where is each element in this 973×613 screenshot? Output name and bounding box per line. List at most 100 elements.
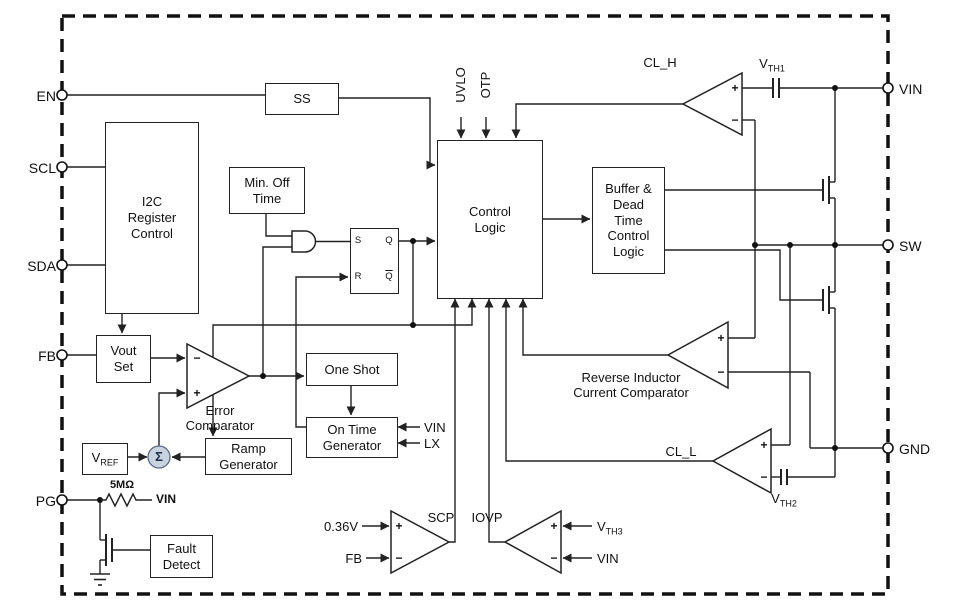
scp-plus-sign: + xyxy=(395,519,403,533)
iovp-label: IOVP xyxy=(471,510,503,525)
i2c-register-control-block: I2C Register Control xyxy=(105,122,199,314)
pin-scl xyxy=(56,161,68,173)
iovp-vin-label: VIN xyxy=(597,551,619,566)
vth2-sub: TH2 xyxy=(779,498,797,509)
on-time-generator-block: On Time Generator xyxy=(306,417,398,458)
pin-fb xyxy=(56,349,68,361)
pin-label-gnd: GND xyxy=(899,441,931,457)
one-shot-block: One Shot xyxy=(306,353,398,386)
on-time-vin-label: VIN xyxy=(424,420,446,435)
ss-label: SS xyxy=(293,91,311,107)
error-minus-sign: − xyxy=(193,351,201,365)
cl-h-label: CL_H xyxy=(643,55,677,70)
scp-label: SCP xyxy=(427,510,455,525)
vth1-label: VTH1 xyxy=(750,56,794,74)
uvlo-label: UVLO xyxy=(453,67,468,103)
ic-boundary xyxy=(60,14,890,596)
pin-label-scl: SCL xyxy=(28,160,56,176)
cl-l-comparator xyxy=(711,427,772,495)
pin-pg xyxy=(56,494,68,506)
pin-sw xyxy=(882,239,894,251)
one-shot-label: One Shot xyxy=(324,361,380,377)
vth2-base: V xyxy=(771,491,780,506)
scp-ref-label: 0.36V xyxy=(324,519,358,534)
pin-label-fb: FB xyxy=(38,348,56,364)
latch-r-label: R xyxy=(354,271,362,282)
reverse-inductor-current-comparator xyxy=(666,320,729,390)
on-time-lx-label: LX xyxy=(424,436,440,451)
error-comparator xyxy=(186,342,251,410)
resistor-icon xyxy=(100,492,152,508)
cl-h-minus-sign: − xyxy=(731,113,739,127)
high-side-mosfet-icon xyxy=(822,176,835,204)
vref-base: V xyxy=(91,449,101,465)
vth3-sub: TH3 xyxy=(605,526,623,537)
latch-q-label: Q xyxy=(385,235,393,246)
vout-set-label: Vout Set xyxy=(110,343,137,374)
vth1-capacitor-icon xyxy=(772,78,780,98)
pg-resistor-label: 5MΩ xyxy=(109,479,135,491)
on-time-generator-label: On Time Generator xyxy=(322,421,382,453)
latch-s-label: S xyxy=(354,235,362,246)
pin-label-en: EN xyxy=(36,88,56,104)
vref-block: VREF xyxy=(82,443,128,475)
pin-gnd xyxy=(882,442,894,454)
pins xyxy=(56,82,894,506)
iovp-comparator xyxy=(503,509,562,575)
sr-latch-block xyxy=(350,228,399,294)
control-logic-block: Control Logic xyxy=(437,140,543,299)
vref-label: VREF xyxy=(92,450,119,469)
fault-detect-block: Fault Detect xyxy=(150,535,213,578)
vth1-sub: TH1 xyxy=(767,63,785,74)
scp-minus-sign: − xyxy=(395,551,403,565)
reverse-inductor-comparator-label: Reverse Inductor Current Comparator xyxy=(573,370,689,401)
vth1-base: V xyxy=(759,56,768,71)
min-off-time-block: Min. Off Time xyxy=(229,167,305,214)
pin-label-sda: SDA xyxy=(27,258,56,274)
cl-l-minus-sign: − xyxy=(760,470,768,484)
and-gate xyxy=(291,230,317,253)
ground-icon xyxy=(90,573,110,586)
cl-l-label: CL_L xyxy=(665,444,697,459)
scp-fb-label: FB xyxy=(345,551,362,566)
latch-qbar-label: Q xyxy=(385,271,393,282)
iovp-plus-sign: + xyxy=(550,519,558,533)
vth3-base: V xyxy=(597,519,606,534)
ric-minus-sign: − xyxy=(717,365,725,379)
ramp-generator-label: Ramp Generator xyxy=(219,440,278,472)
sigma-label: Σ xyxy=(155,449,163,464)
pin-label-sw: SW xyxy=(899,238,922,254)
vref-sub: REF xyxy=(100,457,119,468)
junction-dots xyxy=(97,85,838,503)
iovp-minus-sign: − xyxy=(550,551,558,565)
min-off-time-label: Min. Off Time xyxy=(244,174,290,206)
pin-en xyxy=(56,89,68,101)
error-plus-sign: + xyxy=(193,386,201,400)
pin-label-vin: VIN xyxy=(899,81,923,97)
fault-detect-label: Fault Detect xyxy=(162,540,201,572)
summing-junction xyxy=(147,445,171,469)
low-side-mosfet-icon xyxy=(822,286,835,314)
vth3-label: VTH3 xyxy=(597,519,647,537)
wires xyxy=(67,87,883,540)
otp-label: OTP xyxy=(478,71,493,99)
vth2-capacitor-icon xyxy=(780,469,788,485)
vout-set-block: Vout Set xyxy=(96,335,151,383)
pin-label-pg: PG xyxy=(35,493,56,509)
pin-sda xyxy=(56,259,68,271)
pin-vin xyxy=(882,82,894,94)
ramp-generator-block: Ramp Generator xyxy=(205,438,292,475)
scp-comparator xyxy=(390,509,451,575)
ss-block: SS xyxy=(265,83,339,115)
pg-vin-label: VIN xyxy=(156,492,177,506)
vth2-label: VTH2 xyxy=(762,491,806,509)
cl-h-comparator xyxy=(681,71,743,137)
buffer-dead-time-label: Buffer & Dead Time Control Logic xyxy=(605,180,652,260)
i2c-label: I2C Register Control xyxy=(127,194,177,241)
error-comparator-label: Error Comparator xyxy=(185,403,255,434)
pg-mosfet-icon xyxy=(99,534,150,574)
cl-l-plus-sign: + xyxy=(760,438,768,452)
arrow-wires xyxy=(117,97,713,563)
